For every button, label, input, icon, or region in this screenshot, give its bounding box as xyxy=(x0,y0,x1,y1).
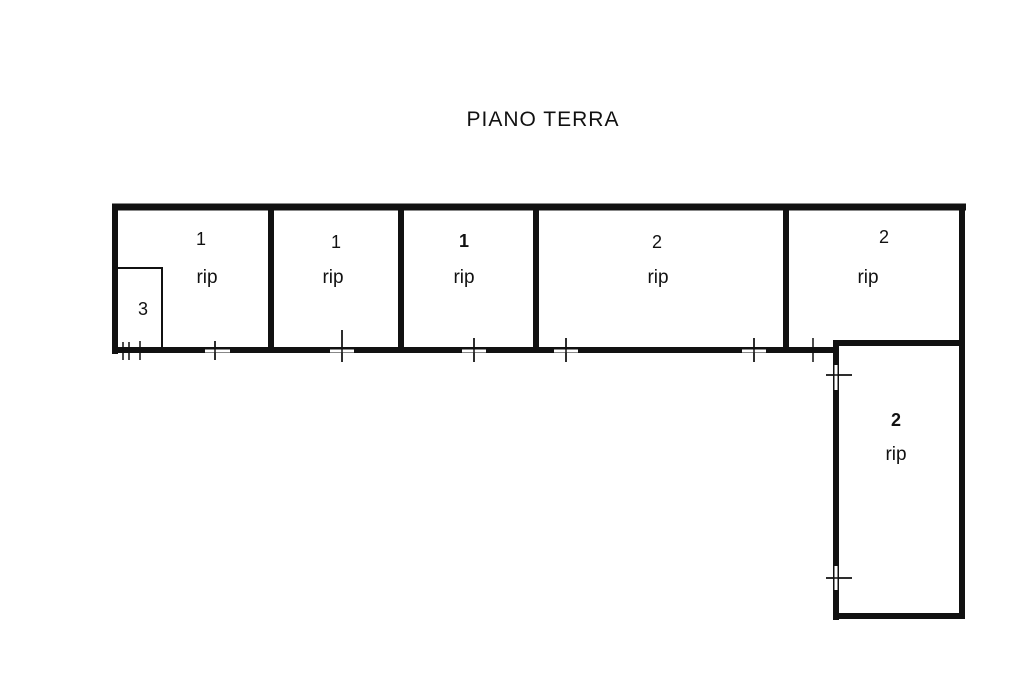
room-1b: 1 rip xyxy=(322,232,343,288)
opening-mark xyxy=(205,341,230,360)
plan-title: PIANO TERRA xyxy=(467,108,620,131)
room-number: 3 xyxy=(138,299,148,319)
room-number: 1 xyxy=(459,231,469,251)
opening-mark xyxy=(118,342,155,360)
opening-mark xyxy=(826,566,852,590)
room-use: rip xyxy=(885,444,906,465)
room-1c: 1 rip xyxy=(453,231,474,288)
room-use: rip xyxy=(857,267,878,288)
small-room-3: 3 xyxy=(138,299,148,319)
room-2a: 2 rip xyxy=(647,232,668,288)
room-2b: 2 rip xyxy=(857,227,889,288)
opening-mark xyxy=(330,330,354,362)
opening-mark xyxy=(826,365,852,390)
room-number: 1 xyxy=(196,229,206,249)
opening-mark xyxy=(554,338,578,362)
opening-mark xyxy=(462,338,486,362)
room-number: 2 xyxy=(891,410,901,430)
room-2c: 2 rip xyxy=(885,410,906,465)
opening-mark xyxy=(806,338,826,362)
room-use: rip xyxy=(322,267,343,288)
room-number: 2 xyxy=(652,232,662,252)
room-use: rip xyxy=(647,267,668,288)
small-room-wall xyxy=(117,267,163,350)
openings xyxy=(118,330,852,590)
room-use: rip xyxy=(196,267,217,288)
room-1a: 1 rip xyxy=(196,229,218,288)
room-number: 1 xyxy=(331,232,341,252)
walls xyxy=(112,203,966,620)
opening-mark xyxy=(742,338,766,362)
room-use: rip xyxy=(453,267,474,288)
room-number: 2 xyxy=(879,227,889,247)
